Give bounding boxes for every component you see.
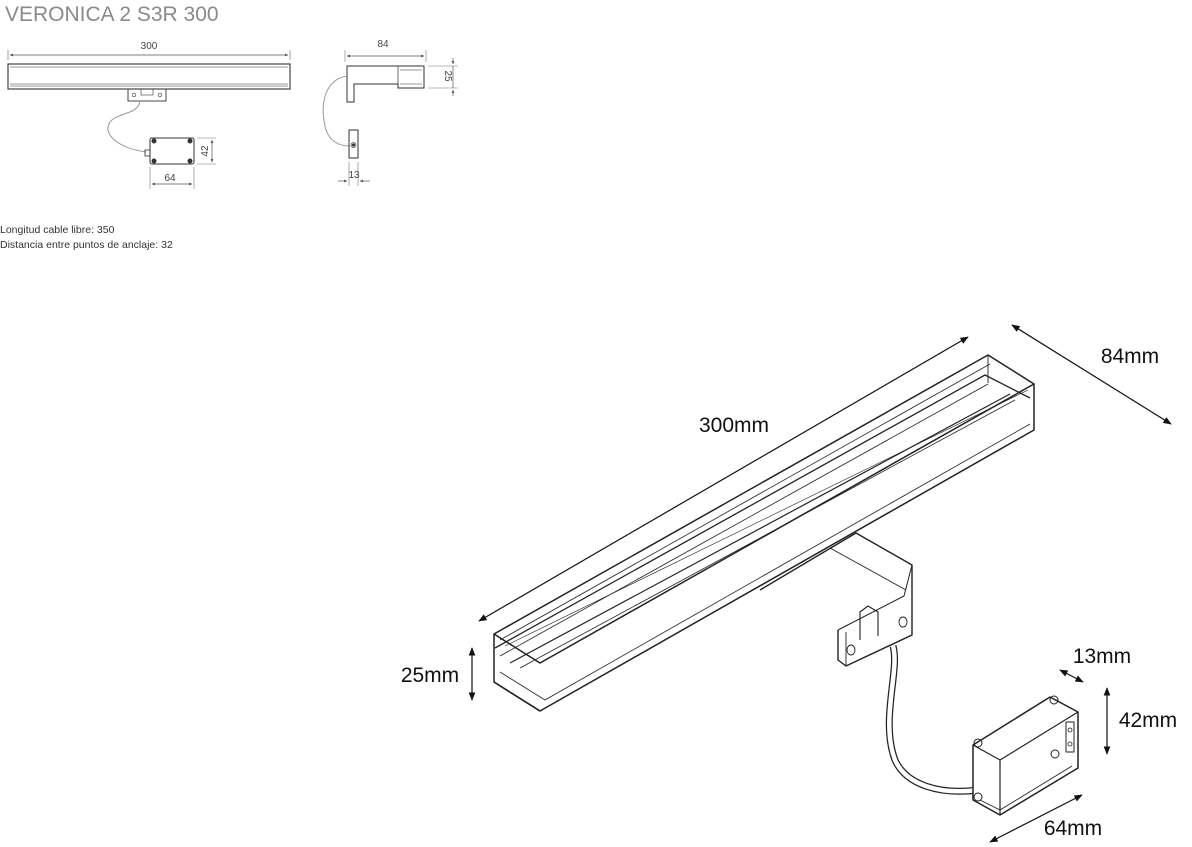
front-width-label: 300 — [141, 41, 158, 52]
iso-dimensions — [468, 324, 1172, 843]
box-width-label: 64 — [164, 173, 176, 184]
side-view — [322, 50, 458, 186]
iso-box-height-label: 42mm — [1119, 709, 1177, 732]
isometric-view — [493, 354, 1079, 816]
front-view — [7, 50, 291, 189]
side-height-label: 25 — [442, 70, 453, 82]
box-height-label: 42 — [200, 145, 211, 157]
bracket-width-label: 13 — [348, 170, 360, 181]
side-depth-label: 84 — [377, 39, 389, 50]
anchor-distance-note: Distancia entre puntos de anclaje: 32 — [0, 239, 173, 251]
iso-length-label: 300mm — [699, 414, 769, 437]
iso-height-label: 25mm — [401, 664, 459, 687]
iso-depth-label: 84mm — [1101, 345, 1159, 368]
iso-box-width-label: 64mm — [1044, 817, 1102, 840]
product-title: VERONICA 2 S3R 300 — [5, 3, 219, 26]
iso-bracket-label: 13mm — [1073, 645, 1131, 668]
cable-length-note: Longitud cable libre: 350 — [0, 224, 115, 236]
